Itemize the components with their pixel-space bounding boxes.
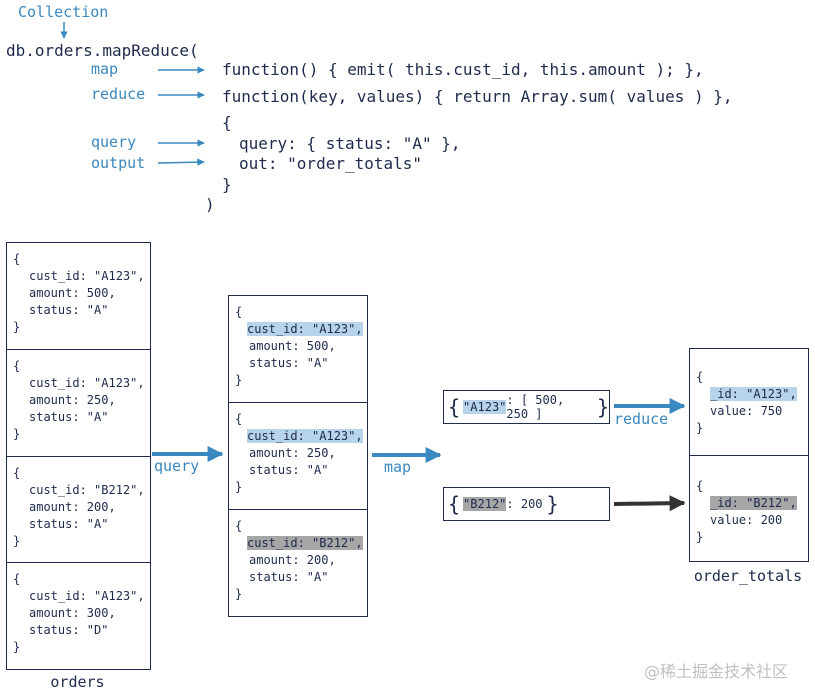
doc-id-highlight: _id: "B212",: [710, 496, 797, 510]
output-label: output: [91, 154, 146, 172]
mapreduce-call: db.orders.mapReduce(: [6, 41, 199, 60]
doc-cust-id-highlight: cust_id: "A123",: [247, 429, 363, 443]
doc-open-brace: {: [696, 370, 704, 384]
pair-key-highlight: "B212": [463, 497, 507, 511]
filtered-doc-1: { cust_id: "A123", amount: 500, status: …: [229, 296, 367, 403]
output-label-arrow: [157, 158, 205, 166]
map-function: function() { emit( this.cust_id, this.am…: [222, 60, 704, 79]
doc-cust-id: cust_id: "A123",: [29, 269, 145, 283]
doc-open-brace: {: [13, 572, 21, 586]
options-close-brace: }: [222, 175, 232, 194]
pair-key-highlight: "A123": [463, 400, 507, 414]
doc-amount: amount: 250,: [249, 446, 336, 460]
doc-open-brace: {: [13, 252, 21, 266]
doc-status: status: "A": [249, 356, 329, 370]
pair-close-brace: }: [596, 395, 609, 419]
doc-amount: amount: 300,: [29, 606, 116, 620]
doc-status: status: "A": [249, 570, 329, 584]
collection-label: Collection: [18, 3, 109, 21]
map-stage-label: map: [384, 458, 412, 476]
orders-doc-4: { cust_id: "A123", amount: 300, status: …: [7, 563, 150, 669]
pair-a123: { "A123" : [ 500, 250 ] }: [443, 390, 610, 424]
doc-open-brace: {: [235, 305, 243, 319]
pair-values: : [ 500, 250 ]: [506, 393, 565, 421]
reduce-function: function(key, values) { return Array.sum…: [222, 87, 733, 106]
doc-cust-id: cust_id: "B212",: [29, 483, 145, 497]
doc-close-brace: }: [13, 320, 21, 334]
doc-open-brace: {: [696, 479, 704, 493]
orders-doc-3: { cust_id: "B212", amount: 200, status: …: [7, 457, 150, 563]
reduce-label: reduce: [91, 85, 146, 103]
doc-cust-id: cust_id: "A123",: [29, 376, 145, 390]
doc-open-brace: {: [235, 519, 243, 533]
doc-status: status: "A": [29, 410, 109, 424]
options-open-brace: {: [222, 113, 232, 132]
doc-cust-id-highlight: cust_id: "B212",: [247, 536, 363, 550]
out-option: out: "order_totals": [239, 154, 423, 173]
pair-open-brace: {: [448, 395, 461, 419]
doc-amount: amount: 500,: [249, 339, 336, 353]
doc-close-brace: }: [13, 534, 21, 548]
filtered-collection: { cust_id: "A123", amount: 500, status: …: [228, 295, 368, 617]
pair-b212: { "B212" : 200 }: [443, 487, 610, 521]
orders-doc-2: { cust_id: "A123", amount: 250, status: …: [7, 350, 150, 457]
orders-caption: orders: [50, 673, 105, 691]
query-option: query: { status: "A" },: [239, 134, 461, 153]
doc-value: value: 750: [710, 404, 783, 418]
orders-doc-1: { cust_id: "A123", amount: 500, status: …: [7, 243, 150, 350]
doc-open-brace: {: [235, 412, 243, 426]
pair-close-brace: }: [546, 492, 559, 516]
doc-open-brace: {: [13, 466, 21, 480]
filtered-doc-3: { cust_id: "B212", amount: 200, status: …: [229, 510, 367, 616]
doc-amount: amount: 500,: [29, 286, 116, 300]
query-label: query: [91, 133, 137, 151]
doc-close-brace: }: [235, 587, 243, 601]
doc-status: status: "A": [29, 517, 109, 531]
call-close-paren: ): [205, 195, 215, 214]
doc-cust-id: cust_id: "A123",: [29, 589, 145, 603]
doc-status: status: "D": [29, 623, 109, 637]
reduce-stage-label: reduce: [614, 410, 669, 428]
doc-amount: amount: 200,: [249, 553, 336, 567]
doc-cust-id-highlight: cust_id: "A123",: [247, 322, 363, 336]
totals-doc-2: { _id: "B212", value: 200 }: [690, 456, 808, 561]
orders-collection: { cust_id: "A123", amount: 500, status: …: [6, 242, 151, 670]
doc-open-brace: {: [13, 359, 21, 373]
doc-value: value: 200: [710, 513, 783, 527]
doc-status: status: "A": [249, 463, 329, 477]
filtered-doc-2: { cust_id: "A123", amount: 250, status: …: [229, 403, 367, 510]
doc-close-brace: }: [235, 480, 243, 494]
map-label: map: [91, 60, 119, 78]
query-stage-label: query: [154, 457, 200, 475]
doc-close-brace: }: [235, 373, 243, 387]
passthrough-arrow: [613, 495, 686, 512]
doc-status: status: "A": [29, 303, 109, 317]
doc-amount: amount: 250,: [29, 393, 116, 407]
doc-id-highlight: _id: "A123",: [710, 387, 797, 401]
pair-values: : 200: [506, 497, 543, 511]
totals-doc-1: { _id: "A123", value: 750 }: [690, 349, 808, 456]
doc-close-brace: }: [13, 640, 21, 654]
doc-close-brace: }: [13, 427, 21, 441]
doc-close-brace: }: [696, 421, 704, 435]
doc-amount: amount: 200,: [29, 500, 116, 514]
pair-open-brace: {: [448, 492, 461, 516]
order-totals-collection: { _id: "A123", value: 750 } { _id: "B212…: [689, 348, 809, 562]
doc-close-brace: }: [696, 530, 704, 544]
order-totals-caption: order_totals: [693, 567, 803, 585]
watermark: @稀土掘金技术社区: [644, 662, 789, 681]
